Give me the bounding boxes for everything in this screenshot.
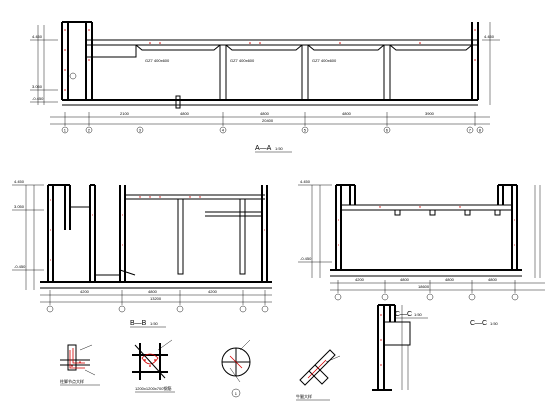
a-pit (175, 95, 181, 109)
c-dimensions: 4200 4800 4800 4800 18600 (330, 277, 545, 301)
b-elevations: 4.450 3.050 -0.450 (12, 179, 44, 290)
a-callout-circle (69, 72, 77, 80)
a-grid-8: 8 (479, 128, 482, 133)
a-scale: 1:50 (275, 146, 284, 151)
a-right-elev: 4.450 (484, 34, 495, 39)
a-col-3 (219, 44, 227, 101)
section-c-title: C—C 1:50 (470, 320, 499, 327)
b-title: B—B (130, 320, 147, 327)
a-span-3: 4800 (260, 111, 270, 116)
section-c-drawing: 4.450 -0.450 4200 4800 4800 4800 18600 (298, 179, 545, 301)
a-grid-bubbles: 1 2 3 4 5 6 7 8 (61, 126, 484, 134)
a-total: 20400 (262, 118, 274, 123)
a-col-4 (301, 44, 309, 101)
c-small-title: C—C (395, 311, 412, 318)
c-span-2: 4800 (400, 277, 410, 282)
a-beam-label-3: GZ7 400x600 (312, 58, 337, 63)
c-span-4: 4800 (488, 277, 498, 282)
c-span-1: 4200 (355, 277, 365, 282)
c-elev-top: 4.450 (300, 179, 311, 184)
c-title: C—C (470, 320, 487, 327)
c-elevations: 4.450 -0.450 (298, 179, 541, 278)
b-span-1: 4200 (80, 289, 90, 294)
detail-5-c-section: C—C 1:50 (372, 304, 428, 391)
a-grid-4: 4 (222, 128, 225, 133)
a-grid-3: 3 (139, 128, 142, 133)
a-haunch-4 (388, 44, 474, 51)
detail-3: 1 (221, 339, 251, 398)
b-span-3: 4200 (208, 289, 218, 294)
a-haunch-2 (224, 44, 304, 51)
detail-1: 柱脚节点大样 (60, 344, 100, 386)
a-title: A—A (255, 145, 272, 152)
a-beam-1 (85, 44, 137, 58)
c-elev-base: -0.450 (300, 256, 312, 261)
a-elev-top: 4.450 (32, 34, 43, 39)
a-grid-2: 2 (88, 128, 91, 133)
a-span-1: 2100 (120, 111, 130, 116)
a-span-5: 3900 (425, 111, 435, 116)
a-dimensions: 2100 4800 4800 4800 3900 20400 (50, 111, 490, 126)
b-elev-top: 4.450 (14, 179, 25, 184)
a-haunch-3 (306, 44, 386, 51)
c-span-3: 4800 (445, 277, 455, 282)
a-beam-label-2: GZ7 400x600 (230, 58, 255, 63)
b-span-2: 4800 (148, 289, 158, 294)
detail-1-caption: 柱脚节点大样 (60, 378, 84, 384)
b-scale: 1:50 (150, 321, 159, 326)
a-col-5 (383, 44, 391, 101)
c-scale: 1:50 (490, 321, 499, 326)
a-red-marks (64, 29, 476, 91)
section-a-drawing: 4.450 3.050 -0.450 GZ7 400x600 GZ7 400x6… (30, 21, 500, 153)
b-red-marks (50, 196, 265, 261)
detail-2-caption: 1200x1200x700钢筋 (135, 385, 171, 391)
a-span-2: 4800 (180, 111, 190, 116)
detail-2: 1200x1200x700钢筋 (132, 339, 175, 393)
a-span-4: 4800 (342, 111, 352, 116)
a-grid-5: 5 (304, 128, 307, 133)
a-elev-mid: 3.050 (32, 84, 43, 89)
a-elevations: 4.450 3.050 -0.450 (30, 25, 58, 105)
a-grid-1: 1 (64, 128, 67, 133)
c-red-marks (338, 206, 515, 246)
b-elev-mid: 3.050 (14, 204, 25, 209)
section-b-drawing: 4.450 3.050 -0.450 4200 4800 4200 13200 (12, 179, 272, 328)
b-elev-base: -0.450 (14, 264, 26, 269)
b-dimensions: 4200 4800 4200 13200 (40, 289, 272, 313)
a-beam-label-1: GZ7 400x600 (145, 58, 170, 63)
detail-4: 牛腿大样 (296, 349, 341, 401)
c-total: 18600 (418, 284, 430, 289)
a-haunch-1 (134, 44, 222, 51)
b-total: 13200 (150, 296, 162, 301)
a-grid-6: 6 (386, 128, 389, 133)
detail-3-number: 1 (235, 391, 238, 396)
c-small-scale: 1:50 (414, 312, 423, 317)
a-grid-7: 7 (469, 128, 472, 133)
detail-4-caption: 牛腿大样 (296, 393, 312, 399)
